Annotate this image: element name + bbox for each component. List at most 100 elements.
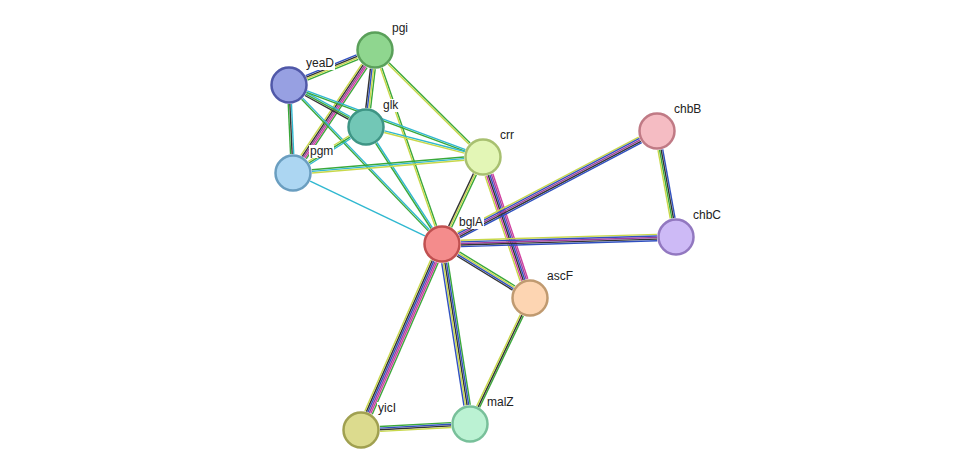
interaction-edge xyxy=(376,142,433,228)
node-circle xyxy=(464,138,502,176)
protein-node: chbB xyxy=(638,112,676,150)
protein-node: malZ xyxy=(451,405,489,443)
node-label: yeaD xyxy=(305,57,335,70)
interaction-edge xyxy=(658,149,675,218)
edge-strand xyxy=(461,241,657,247)
node-circle xyxy=(342,411,380,449)
edge-strand xyxy=(480,316,524,408)
protein-node: ascF xyxy=(511,279,549,317)
interaction-edge xyxy=(477,314,524,407)
interaction-edge xyxy=(442,262,470,405)
edge-strand xyxy=(366,260,432,411)
edge-strand xyxy=(458,255,514,289)
node-circle xyxy=(270,66,308,104)
edge-strand xyxy=(459,140,640,235)
edge-strand xyxy=(491,174,526,279)
protein-node: crr xyxy=(464,138,502,176)
protein-node: chbC xyxy=(657,218,695,256)
node-circle xyxy=(638,112,676,150)
edge-strand xyxy=(442,263,464,405)
node-label: yicI xyxy=(377,402,397,415)
edge-strand xyxy=(447,263,469,405)
node-circle xyxy=(451,405,489,443)
interaction-edge xyxy=(365,260,438,414)
interaction-edge xyxy=(485,174,528,281)
protein-node: glk xyxy=(347,108,385,146)
node-label: chbB xyxy=(673,103,702,116)
edge-strand xyxy=(368,261,434,412)
node-label: malZ xyxy=(486,396,515,409)
node-circle xyxy=(511,279,549,317)
interaction-edge xyxy=(307,91,466,151)
edge-strand xyxy=(306,55,357,76)
edge-strand xyxy=(312,159,464,172)
node-circle xyxy=(423,225,461,263)
edge-strand xyxy=(371,262,437,413)
protein-node: pgi xyxy=(356,31,394,69)
edge-strand xyxy=(310,138,351,164)
interaction-edge xyxy=(457,137,641,238)
edge-strand xyxy=(459,252,515,286)
edge-strand xyxy=(369,262,435,413)
edge-strand xyxy=(445,263,467,405)
node-label: pgi xyxy=(391,22,409,35)
interaction-edge xyxy=(384,131,465,153)
node-circle xyxy=(347,108,385,146)
protein-node: yicI xyxy=(342,411,380,449)
edge-strand xyxy=(458,138,639,233)
edge-strand xyxy=(309,137,350,163)
edge-strand xyxy=(366,69,371,108)
interaction-edge xyxy=(388,63,470,144)
interaction-edge xyxy=(306,55,359,80)
edge-strand xyxy=(457,137,638,232)
interaction-edge xyxy=(366,69,375,109)
node-circle xyxy=(274,154,312,192)
edge-strand xyxy=(307,91,465,150)
edge-strand xyxy=(382,68,437,226)
edge-strand xyxy=(490,175,525,280)
edge-strand xyxy=(377,142,432,227)
edge-strand xyxy=(459,253,515,287)
edge-strand xyxy=(493,174,528,279)
edge-strand xyxy=(385,131,465,152)
protein-node: pgm xyxy=(274,154,312,192)
edge-strand xyxy=(312,160,464,173)
edge-strand xyxy=(308,136,349,162)
edge-strand xyxy=(485,176,520,281)
edge-strand xyxy=(312,157,464,170)
interaction-edge xyxy=(310,181,425,236)
protein-node: bglA xyxy=(423,225,461,263)
edge-strand xyxy=(372,263,438,414)
protein-node: yeaD xyxy=(270,66,308,104)
interaction-edge xyxy=(457,252,515,290)
node-label: glk xyxy=(382,99,399,112)
edge-strand xyxy=(448,262,470,404)
edge-strand xyxy=(477,314,521,406)
edge-strand xyxy=(380,68,435,226)
interaction-edge xyxy=(380,423,451,432)
node-circle xyxy=(356,31,394,69)
edge-strand xyxy=(365,260,431,411)
edge-strand xyxy=(658,150,670,219)
edge-strand xyxy=(478,315,522,407)
edge-strand xyxy=(303,98,430,230)
edge-strand xyxy=(310,181,425,236)
node-label: ascF xyxy=(546,270,574,283)
node-label: pgm xyxy=(309,145,334,158)
edge-strand xyxy=(488,175,523,280)
edge-strand xyxy=(457,256,513,290)
interaction-edge xyxy=(380,68,436,227)
edge-strand xyxy=(288,104,290,154)
node-label: chbC xyxy=(692,209,722,222)
node-label: crr xyxy=(499,129,515,142)
interaction-edge xyxy=(308,136,351,164)
edge-strand xyxy=(384,132,464,153)
edge-strand xyxy=(388,64,469,144)
interaction-edge xyxy=(288,104,293,154)
edge-strand xyxy=(389,63,470,143)
interaction-edge xyxy=(312,157,464,173)
edge-strand xyxy=(660,150,672,219)
interaction-edge xyxy=(461,234,657,246)
node-circle xyxy=(657,218,695,256)
edge-strand xyxy=(307,92,465,151)
